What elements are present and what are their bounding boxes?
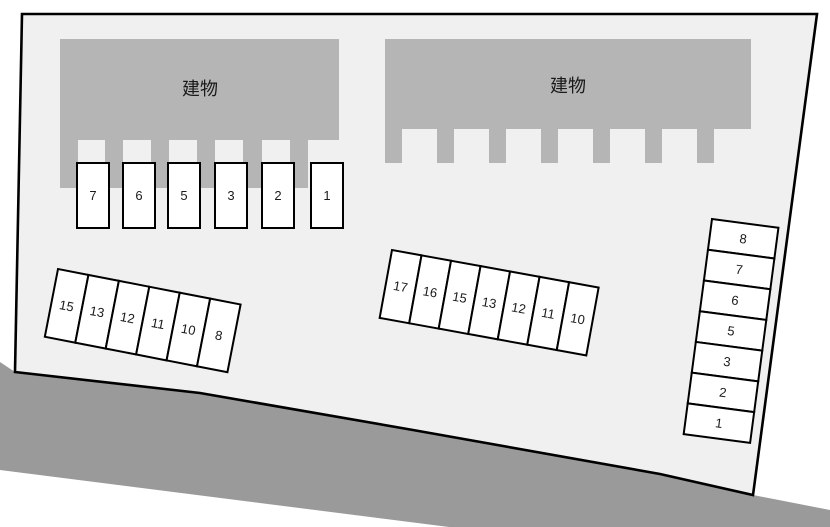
parking-space-under-left-building-5 bbox=[167, 162, 201, 229]
parking-space-label: 3 bbox=[227, 188, 234, 203]
parking-space-label: 17 bbox=[392, 278, 409, 295]
parking-space-under-left-building-6 bbox=[122, 162, 156, 229]
parking-space-label: 8 bbox=[214, 327, 224, 343]
parking-space-label: 1 bbox=[323, 188, 330, 203]
building-left-label: 建物 bbox=[182, 79, 218, 99]
parking-space-label: 6 bbox=[731, 292, 740, 308]
parking-space-under-left-building-1 bbox=[310, 162, 344, 229]
building-tooth bbox=[593, 128, 610, 163]
parking-space-under-left-building-2 bbox=[261, 162, 295, 229]
building-tooth bbox=[60, 139, 78, 188]
building-tooth bbox=[489, 128, 506, 163]
parking-space-left-angled-8 bbox=[195, 297, 242, 374]
parking-space-label: 5 bbox=[726, 323, 735, 339]
parking-space-right-column-1 bbox=[682, 402, 756, 445]
parking-space-label: 11 bbox=[540, 305, 556, 322]
parking-spaces-layer: 7 6 5 3 2 1 15 13 12 11 10 8 17 16 15 13 12 11 10 8 7 6 5 3 2 1 bbox=[43, 162, 780, 445]
parking-space-label: 2 bbox=[274, 188, 281, 203]
building-right: 建物 bbox=[385, 39, 751, 163]
parking-space-label: 1 bbox=[714, 415, 723, 431]
parking-space-label: 7 bbox=[735, 262, 744, 278]
road bbox=[0, 362, 830, 527]
building-right-body bbox=[385, 39, 751, 129]
parking-space-label: 10 bbox=[180, 321, 197, 338]
parking-space-label: 16 bbox=[422, 283, 439, 300]
parking-space-label: 10 bbox=[569, 310, 586, 327]
parking-row-center-angled: 17 16 15 13 12 11 10 bbox=[378, 248, 600, 357]
building-tooth bbox=[541, 128, 558, 163]
building-left-body bbox=[60, 39, 339, 140]
parking-row-under-left-building: 7 6 5 3 2 1 bbox=[76, 162, 344, 229]
parking-space-under-left-building-3 bbox=[214, 162, 248, 229]
building-tooth bbox=[645, 128, 662, 163]
parking-space-label: 7 bbox=[89, 188, 96, 203]
building-tooth bbox=[385, 128, 402, 163]
parking-space-center-angled-10 bbox=[555, 281, 600, 357]
parking-space-label: 12 bbox=[510, 299, 527, 316]
parking-space-label: 12 bbox=[119, 309, 136, 326]
parking-space-label: 8 bbox=[739, 231, 748, 247]
parking-row-right-column: 8 7 6 5 3 2 1 bbox=[682, 217, 780, 445]
parking-space-label: 6 bbox=[135, 188, 142, 203]
parking-space-label: 2 bbox=[718, 385, 727, 401]
building-left: 建物 bbox=[60, 39, 339, 188]
parking-space-label: 13 bbox=[481, 294, 498, 311]
building-tooth bbox=[697, 128, 714, 163]
parking-space-label: 3 bbox=[722, 354, 731, 370]
parking-space-label: 15 bbox=[58, 297, 75, 314]
parking-space-label: 13 bbox=[89, 303, 106, 320]
parking-row-left-angled: 15 13 12 11 10 8 bbox=[43, 267, 242, 374]
parking-space-label: 11 bbox=[150, 315, 166, 332]
parking-space-label: 5 bbox=[180, 188, 187, 203]
parking-space-label: 15 bbox=[451, 289, 468, 306]
building-right-teeth bbox=[385, 128, 714, 163]
building-right-label: 建物 bbox=[550, 76, 586, 96]
building-tooth bbox=[197, 139, 215, 188]
parking-space-under-left-building-7 bbox=[76, 162, 110, 229]
building-tooth bbox=[437, 128, 454, 163]
